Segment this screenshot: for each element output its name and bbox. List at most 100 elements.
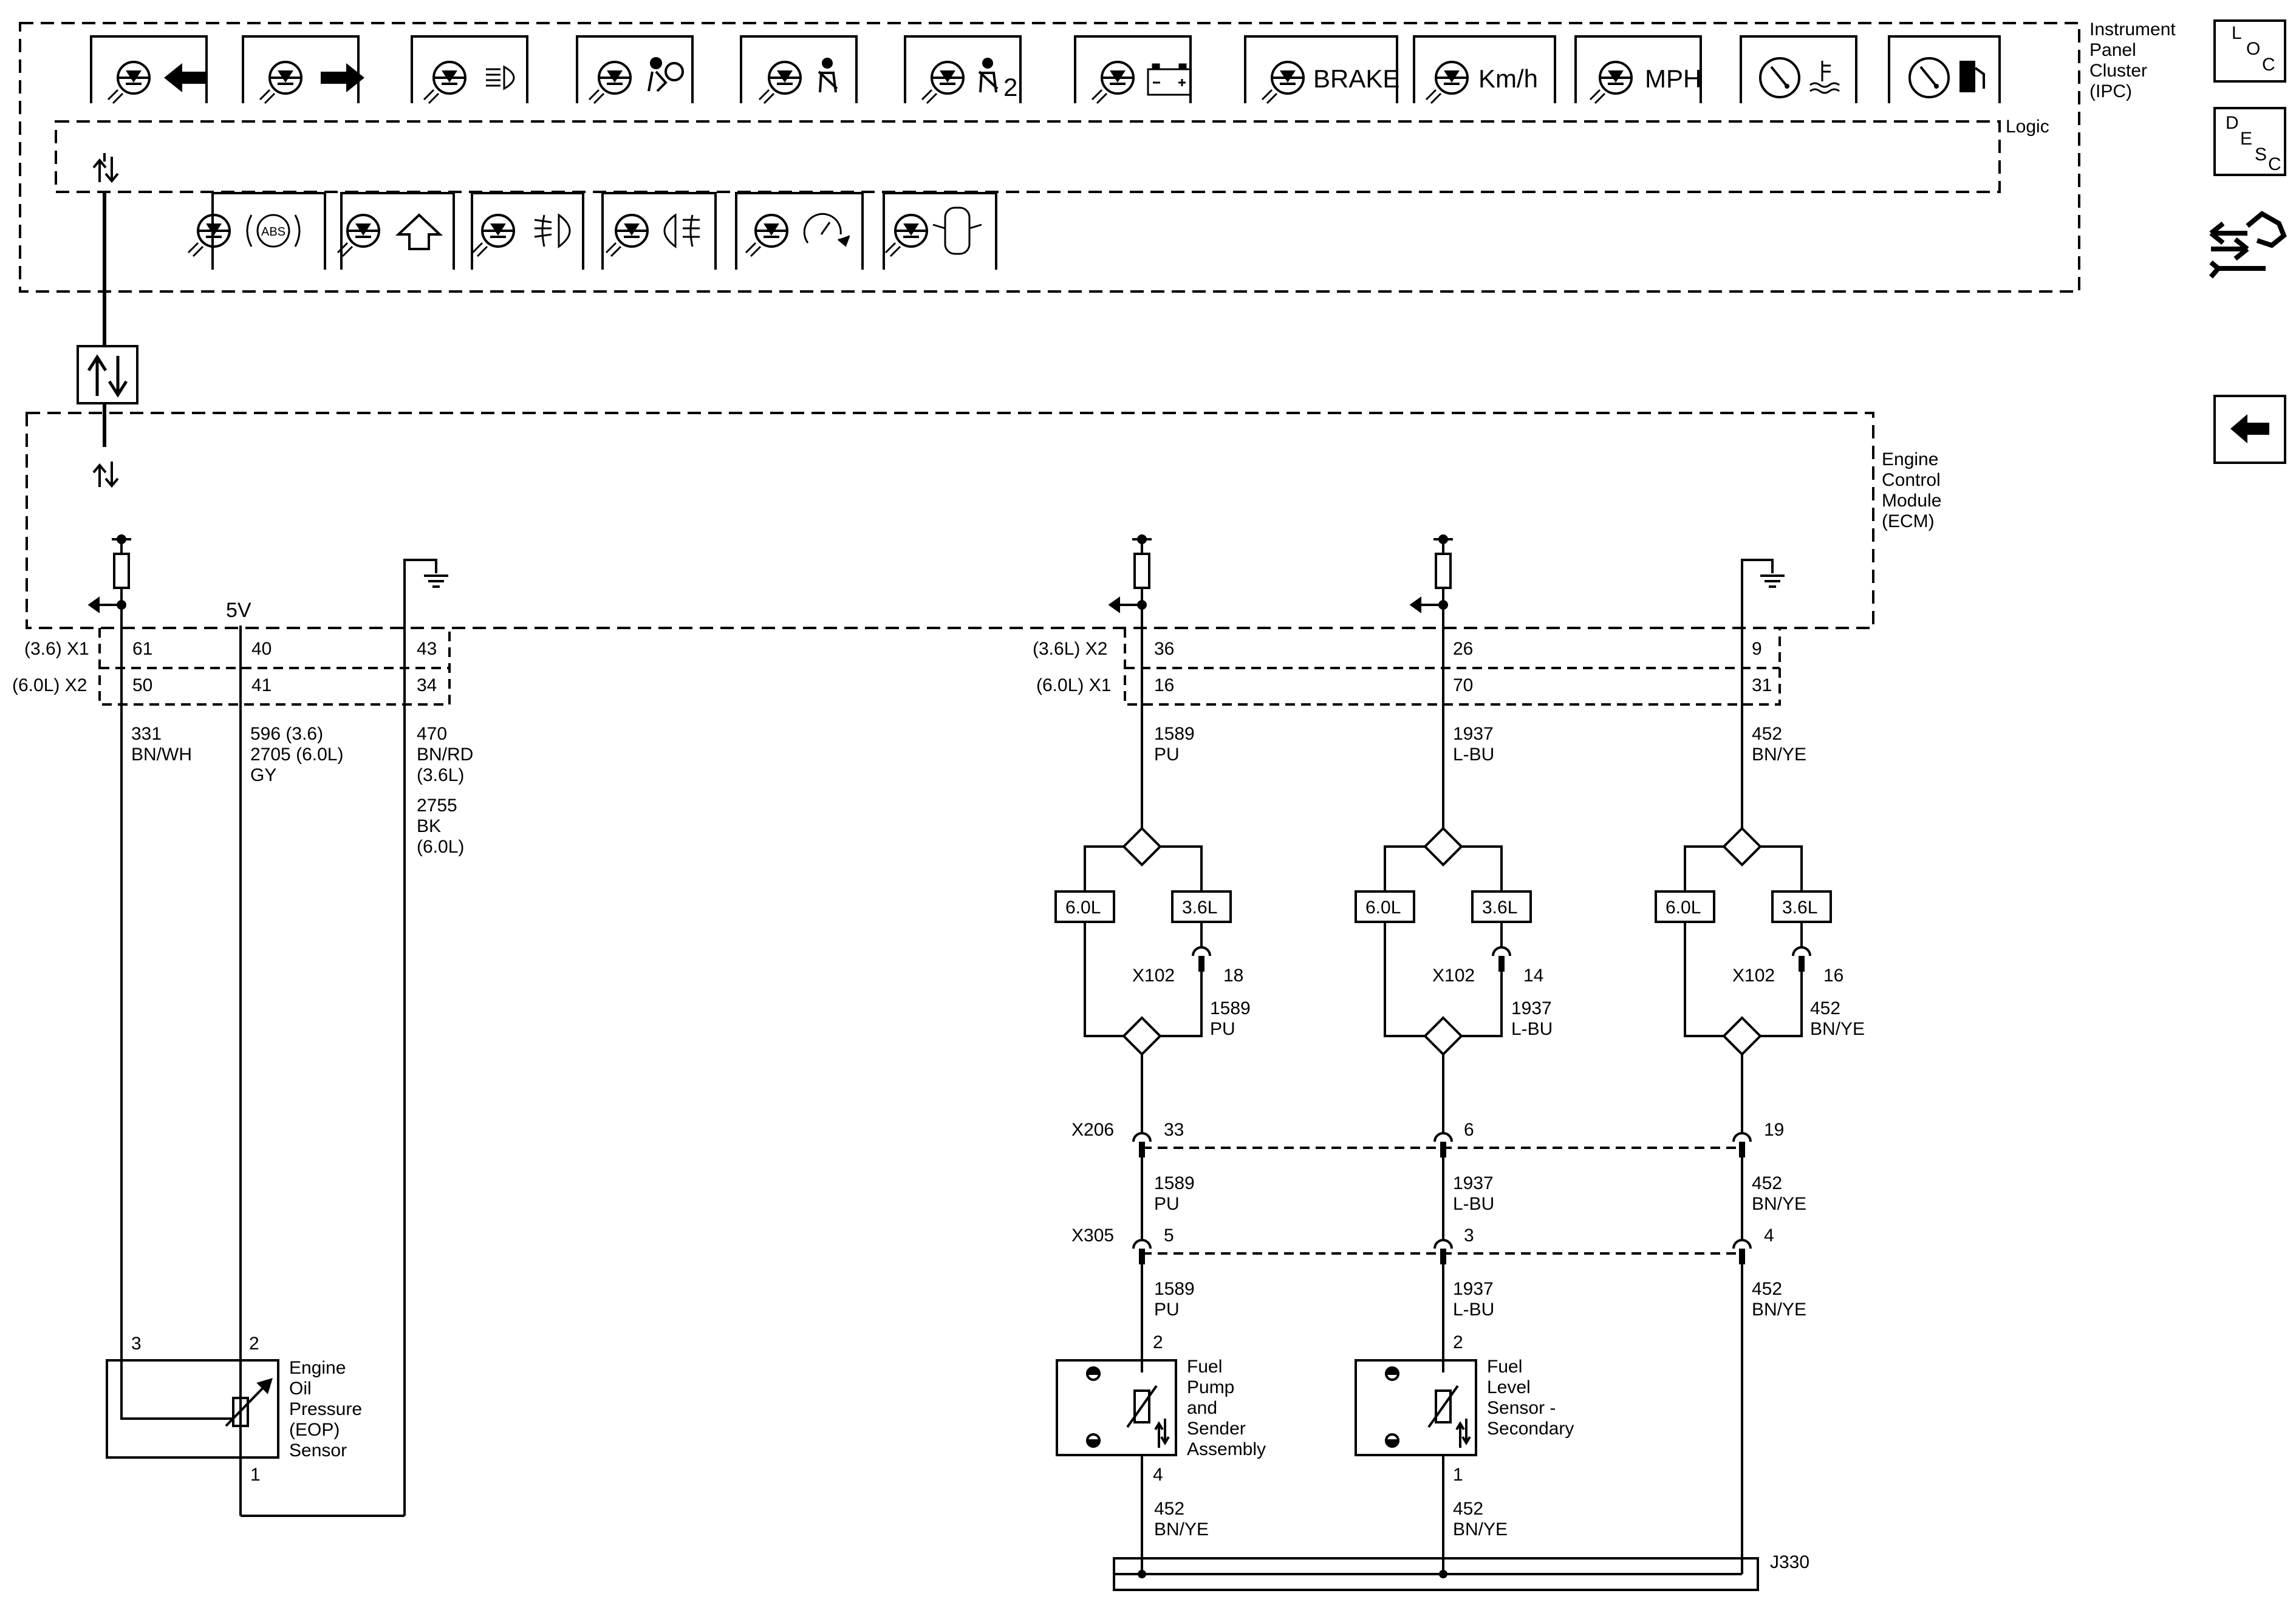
ecm-data-arrows-icon [92, 462, 119, 488]
wire-596-label: 596 (3.6) 2705 (6.0L) GY [250, 724, 343, 785]
x206-terminal-icon [1433, 1132, 1453, 1159]
svg-text:40: 40 [251, 639, 272, 659]
svg-text:2: 2 [1453, 1332, 1463, 1352]
svg-text:Engine: Engine [289, 1358, 346, 1378]
pin-numbers-right: 36 26 9 16 70 31 [1154, 639, 1772, 695]
svg-text:C: C [2268, 154, 2281, 174]
svg-text:C: C [2262, 55, 2275, 75]
fuel-circuit-wiring [1084, 704, 1803, 1574]
fuel-level-sensor-element [1384, 1366, 1471, 1448]
svg-text:19: 19 [1764, 1120, 1784, 1140]
lamp-high-beam-icon [423, 61, 466, 104]
svg-text:4: 4 [1764, 1226, 1774, 1246]
high-beam-icon [486, 65, 515, 90]
svg-text:6: 6 [1464, 1120, 1474, 1140]
connector-labels-right: (3.6L) X2 (6.0L) X1 [1033, 639, 1111, 695]
svg-text:452: 452 [1752, 1173, 1782, 1193]
connector-repair-icon[interactable] [2209, 211, 2287, 279]
connector-labels-left: (3.6) X1 (6.0L) X2 [12, 639, 89, 695]
svg-text:9: 9 [1752, 639, 1762, 659]
eop-sensor-label: Engine Oil Pressure (EOP) Sensor [289, 1358, 362, 1461]
eop-sensor-box [106, 1359, 279, 1459]
lamp-cruise-icon [745, 214, 788, 257]
svg-text:Fuel: Fuel [1187, 1357, 1222, 1377]
eop-sensor-element [120, 1360, 273, 1427]
svg-text:X305: X305 [1071, 1226, 1114, 1246]
upshift-arrow-icon [395, 213, 443, 250]
svg-text:PU: PU [1154, 745, 1180, 765]
splice-diamond [1122, 1017, 1161, 1055]
svg-text:BN/YE: BN/YE [1810, 1019, 1865, 1039]
svg-text:Sensor: Sensor [289, 1440, 347, 1461]
svg-text:2: 2 [249, 1334, 259, 1354]
svg-text:O: O [2246, 39, 2260, 59]
svg-text:Level: Level [1487, 1377, 1531, 1397]
svg-text:X102: X102 [1732, 966, 1775, 986]
svg-text:Instrument: Instrument [2089, 19, 2176, 39]
svg-text:1589: 1589 [1154, 1173, 1195, 1193]
svg-text:and: and [1187, 1398, 1217, 1418]
svg-text:41: 41 [251, 675, 272, 695]
svg-text:X102: X102 [1132, 966, 1175, 986]
svg-text:(EOP): (EOP) [289, 1420, 340, 1440]
svg-text:L-BU: L-BU [1511, 1019, 1553, 1039]
svg-text:Cluster: Cluster [2089, 61, 2147, 81]
svg-text:16: 16 [1823, 966, 1843, 986]
svg-text:3: 3 [1464, 1226, 1474, 1246]
x102-terminal-icon [1492, 946, 1511, 973]
svg-text:(3.6) X1: (3.6) X1 [24, 639, 89, 659]
svg-text:BN/WH: BN/WH [131, 745, 192, 765]
svg-text:Oil: Oil [289, 1379, 312, 1399]
svg-text:452: 452 [1154, 1499, 1184, 1519]
svg-text:Module: Module [1882, 491, 1941, 511]
svg-text:43: 43 [417, 639, 437, 659]
x206-wire-labels: 1589 PU 1937 L-BU 452 BN/YE [1154, 1173, 1806, 1214]
svg-text:L: L [2232, 23, 2242, 43]
x305-terminal-icon [1732, 1239, 1752, 1266]
ecm-left-circuits [87, 534, 437, 668]
lamp-door-ajar-icon [884, 214, 928, 257]
lamp-abs-icon [187, 214, 231, 257]
desc-button[interactable]: D E S C [2213, 107, 2286, 176]
lamp-airbag-icon [588, 61, 632, 104]
kmh-label: Km/h [1478, 64, 1538, 93]
x206-terminal-icon [1132, 1132, 1152, 1159]
svg-text:31: 31 [1752, 675, 1772, 695]
lamp-upshift-icon [337, 214, 380, 257]
ecm-ground-left-icon [423, 574, 449, 588]
svg-text:50: 50 [132, 675, 152, 695]
brake-label: BRAKE [1313, 64, 1399, 93]
svg-text:E: E [2240, 129, 2252, 149]
lamp-seatbelt-icon [758, 61, 802, 104]
splice-diamond [1424, 827, 1463, 866]
ecm-module-label: Engine Control Module (ECM) [1882, 449, 1941, 531]
fuel-pump-pins: 2 4 [1153, 1332, 1163, 1485]
data-link-arrows-icon [87, 354, 128, 398]
wire-331-label: 331 BN/WH [131, 724, 192, 765]
right-arrow-icon [321, 63, 364, 92]
seatbelt-2-label: 2 [1003, 73, 1017, 101]
eop-pin-numbers: 3 2 1 [131, 1334, 261, 1485]
svg-text:(3.6L) X2: (3.6L) X2 [1033, 639, 1107, 659]
ecm-output-wire-labels: 1589 PU 1937 L-BU 452 BN/YE [1154, 724, 1806, 765]
svg-text:Assembly: Assembly [1187, 1439, 1266, 1459]
back-button[interactable] [2213, 395, 2286, 464]
svg-text:2: 2 [1153, 1332, 1163, 1352]
svg-text:Pump: Pump [1187, 1377, 1234, 1397]
splice-diamond [1424, 1017, 1463, 1055]
fuel-level-sensor-box [1355, 1359, 1477, 1456]
svg-text:BK: BK [417, 816, 441, 836]
svg-text:452: 452 [1810, 998, 1840, 1018]
x102-labels: X102 18 X102 14 X102 16 [1132, 966, 1843, 986]
svg-text:S: S [2255, 145, 2267, 165]
ecm-ground-right-icon [1759, 574, 1786, 588]
loc-button[interactable]: L O C [2213, 19, 2286, 83]
svg-text:Engine: Engine [1882, 449, 1938, 469]
svg-text:X102: X102 [1432, 966, 1475, 986]
lamp-kmh-icon [1425, 61, 1469, 104]
svg-text:6.0L: 6.0L [1666, 898, 1701, 918]
back-arrow-icon [2230, 414, 2269, 443]
svg-text:(IPC): (IPC) [2089, 81, 2132, 101]
x305-labels: X305 5 3 4 [1071, 1226, 1774, 1246]
